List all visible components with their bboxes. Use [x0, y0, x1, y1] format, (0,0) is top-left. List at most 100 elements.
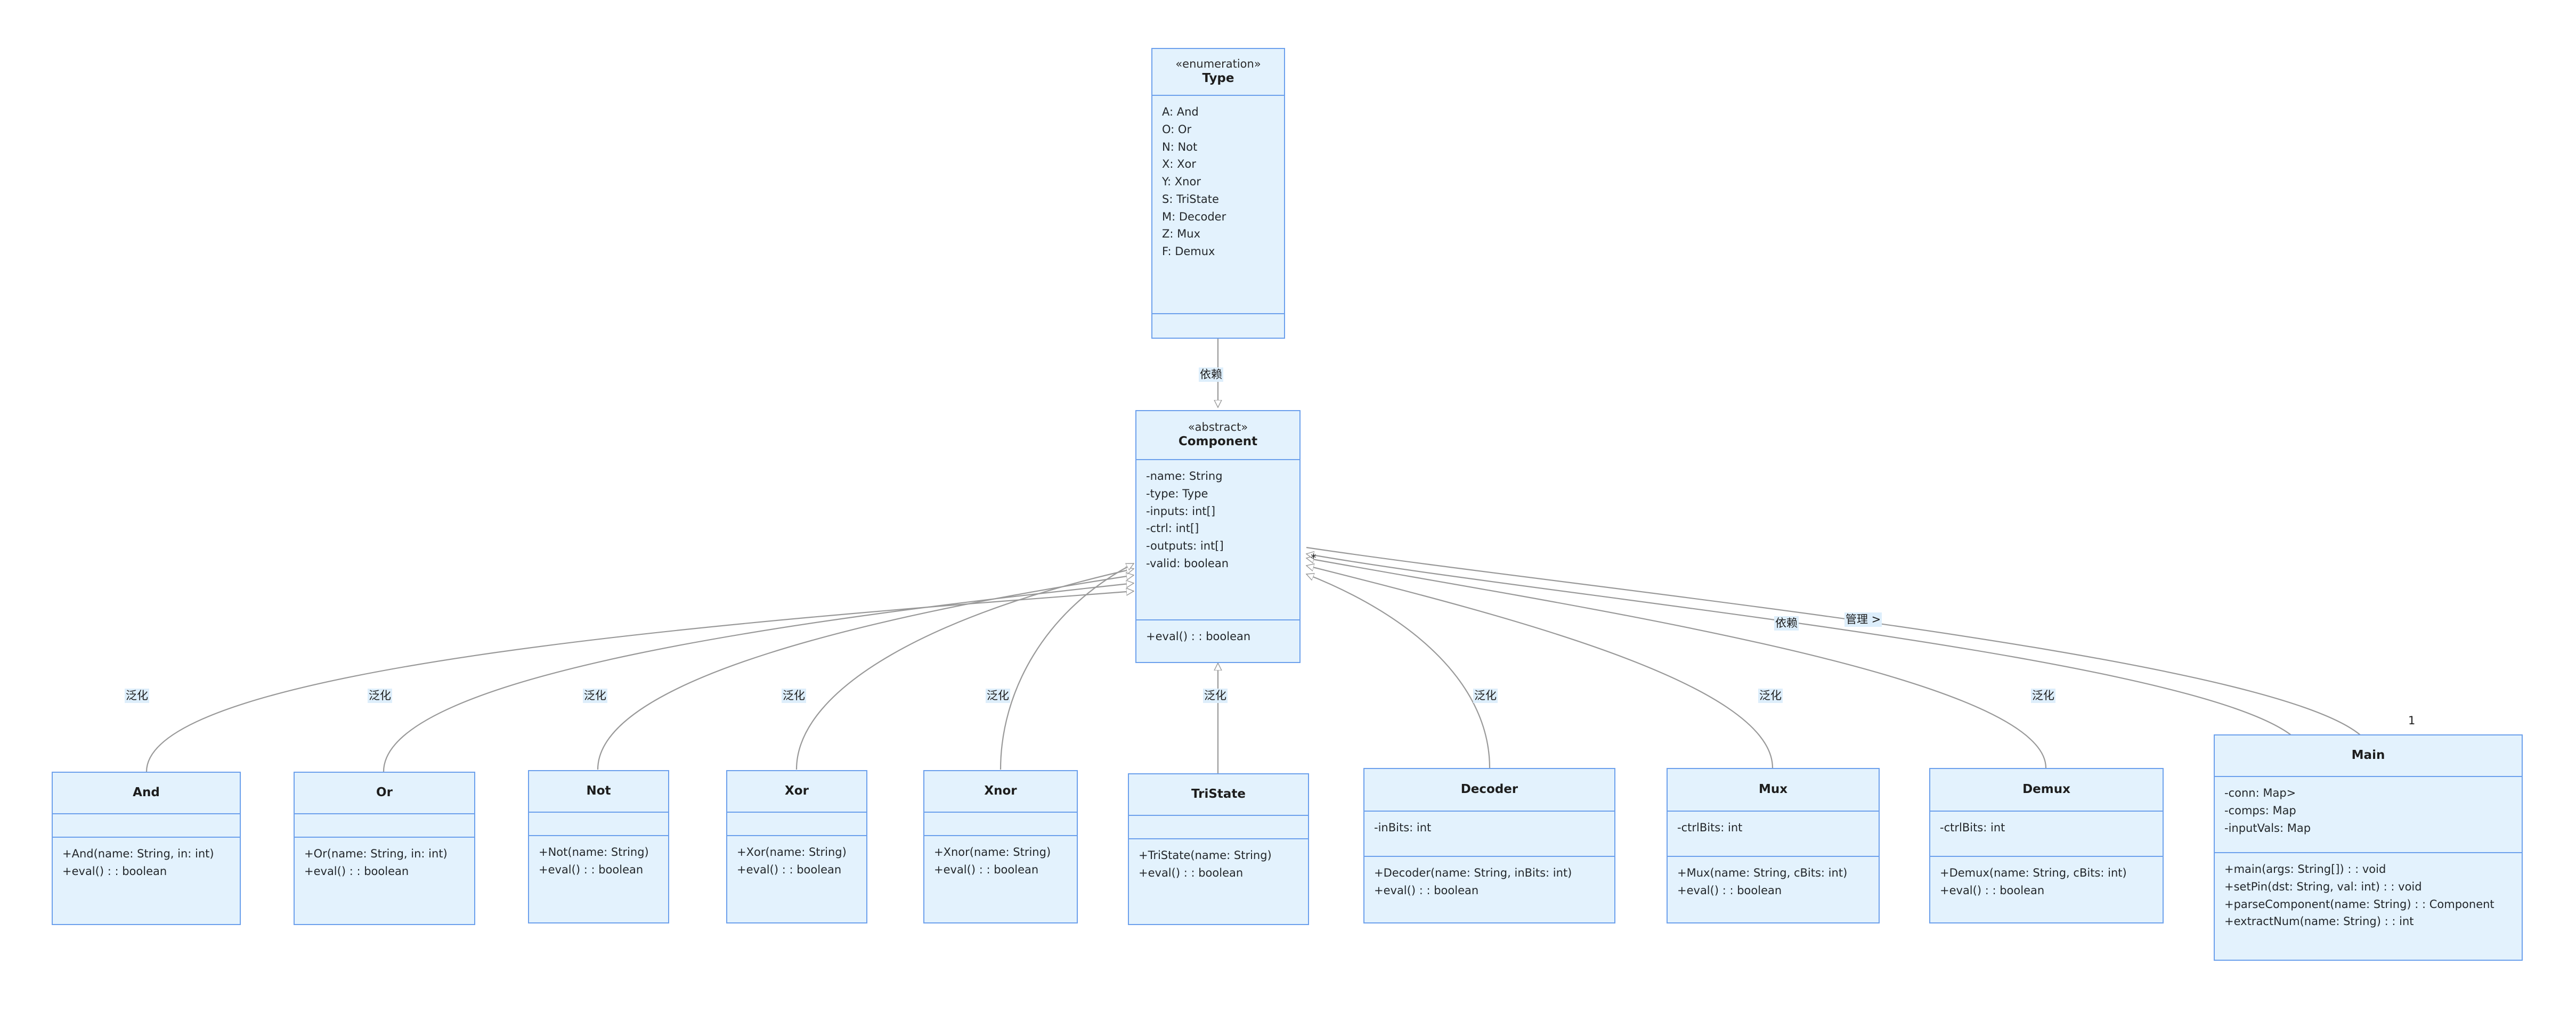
method-row: +Mux(name: String, cBits: int) [1677, 866, 1848, 879]
attribute-row: -ctrl: int[] [1146, 522, 1199, 535]
methods-mux: +Mux(name: String, cBits: int) +eval() :… [1668, 857, 1879, 922]
attribute-row: S: TriState [1162, 192, 1219, 206]
edge-label-generalization-tristate: 泛化 [1203, 689, 1228, 704]
method-row: +eval() : : boolean [1940, 884, 2045, 897]
attributes-mux: -ctrlBits: int [1668, 812, 1879, 857]
edge-demux-to-component [1306, 558, 2047, 768]
attribute-row: M: Decoder [1162, 210, 1226, 223]
methods-decoder: +Decoder(name: String, inBits: int) +eva… [1364, 857, 1614, 922]
method-row: +eval() : : boolean [62, 864, 167, 878]
attribute-row: -type: Type [1146, 487, 1208, 500]
class-header-demux: Demux [1930, 769, 2163, 812]
attributes-tristate [1129, 816, 1308, 839]
method-row: +Decoder(name: String, inBits: int) [1374, 866, 1572, 879]
class-name-and: And [133, 786, 160, 800]
edge-label-generalization-and: 泛化 [125, 689, 149, 704]
attribute-row: O: Or [1162, 122, 1192, 136]
edge-xnor-to-component [999, 563, 1134, 770]
method-row: +And(name: String, in: int) [62, 847, 214, 860]
class-header-not: Not [529, 771, 668, 813]
class-box-and[interactable]: And +And(name: String, in: int) +eval() … [52, 772, 241, 925]
edge-or-to-component [383, 583, 1134, 772]
edge-label-dependency-main: 依赖 [1774, 616, 1799, 631]
edge-label-generalization-xor: 泛化 [782, 689, 806, 704]
edge-main-dependency-to-component [1306, 554, 2291, 735]
attributes-demux: -ctrlBits: int [1930, 812, 2163, 857]
attribute-row: N: Not [1162, 140, 1198, 153]
class-box-xor[interactable]: Xor +Xor(name: String) +eval() : : boole… [726, 770, 867, 923]
method-row: +Not(name: String) [539, 846, 649, 858]
class-header-or: Or [295, 773, 474, 814]
method-row: +parseComponent(name: String) : : Compon… [2224, 897, 2494, 911]
edge-label-dependency-type-component: 依赖 [1199, 367, 1223, 382]
attributes-not [529, 813, 668, 836]
attribute-row: F: Demux [1162, 245, 1215, 258]
attribute-row: -inBits: int [1374, 821, 1432, 834]
method-row: +eval() : : boolean [1374, 884, 1479, 897]
multiplicity-many: * [1311, 552, 1317, 565]
class-name-component: Component [1178, 435, 1258, 449]
method-row: +Demux(name: String, cBits: int) [1940, 866, 2127, 879]
edge-label-manages: 管理 > [1844, 612, 1882, 627]
class-header-type: «enumeration» Type [1152, 49, 1284, 96]
attribute-row: -valid: boolean [1146, 557, 1229, 570]
attributes-main: -conn: Map> -comps: Map -inputVals: Map [2215, 777, 2522, 853]
class-name-type: Type [1202, 71, 1234, 86]
attributes-decoder: -inBits: int [1364, 812, 1614, 857]
attributes-xor [727, 813, 866, 836]
attribute-row: Y: Xnor [1162, 175, 1201, 188]
class-header-tristate: TriState [1129, 774, 1308, 816]
methods-xor: +Xor(name: String) +eval() : : boolean [727, 836, 866, 922]
class-name-main: Main [2351, 748, 2385, 763]
edge-not-to-component [597, 575, 1134, 770]
methods-xnor: +Xnor(name: String) +eval() : : boolean [924, 836, 1077, 922]
method-row: +eval() : : boolean [934, 863, 1039, 876]
stereotype-enumeration: «enumeration» [1175, 57, 1261, 70]
class-box-not[interactable]: Not +Not(name: String) +eval() : : boole… [528, 770, 669, 923]
methods-or: +Or(name: String, in: int) +eval() : : b… [295, 838, 474, 924]
attributes-type: A: And O: Or N: Not X: Xor Y: Xnor S: Tr… [1152, 96, 1284, 314]
method-row: +main(args: String[]) : : void [2224, 863, 2386, 876]
attribute-row: -ctrlBits: int [1677, 821, 1743, 834]
method-row: +eval() : : boolean [1677, 884, 1782, 897]
attributes-or [295, 814, 474, 838]
method-row: +setPin(dst: String, val: int) : : void [2224, 880, 2422, 893]
class-name-decoder: Decoder [1460, 782, 1518, 797]
class-header-component: «abstract» Component [1136, 411, 1299, 460]
attributes-and [53, 814, 240, 838]
attribute-row: Z: Mux [1162, 227, 1200, 241]
method-row: +extractNum(name: String) : : int [2224, 915, 2414, 928]
attribute-row: -conn: Map> [2224, 787, 2296, 799]
attribute-row: -name: String [1146, 470, 1223, 483]
attribute-row: -inputVals: Map [2224, 821, 2311, 835]
class-box-xnor[interactable]: Xnor +Xnor(name: String) +eval() : : boo… [923, 770, 1078, 923]
class-box-or[interactable]: Or +Or(name: String, in: int) +eval() : … [294, 772, 475, 925]
method-row: +eval() : : boolean [737, 863, 842, 876]
class-header-mux: Mux [1668, 769, 1879, 812]
method-row: +eval() : : boolean [1146, 630, 1251, 643]
attribute-row: A: And [1162, 105, 1199, 118]
edge-label-generalization-mux: 泛化 [1758, 689, 1783, 704]
attribute-row: -outputs: int[] [1146, 539, 1224, 552]
attribute-row: X: Xor [1162, 158, 1197, 171]
class-header-decoder: Decoder [1364, 769, 1614, 812]
class-name-demux: Demux [2022, 782, 2070, 797]
edge-and-to-component [145, 591, 1134, 772]
class-box-type[interactable]: «enumeration» Type A: And O: Or N: Not X… [1151, 48, 1285, 339]
class-name-tristate: TriState [1191, 787, 1246, 802]
edge-label-generalization-demux: 泛化 [2031, 689, 2055, 704]
class-box-mux[interactable]: Mux -ctrlBits: int +Mux(name: String, cB… [1667, 768, 1880, 923]
attribute-row: -comps: Map [2224, 804, 2296, 817]
class-header-and: And [53, 773, 240, 814]
class-box-component[interactable]: «abstract» Component -name: String -type… [1135, 410, 1301, 663]
class-box-tristate[interactable]: TriState +TriState(name: String) +eval()… [1128, 773, 1309, 925]
edge-decoder-to-component [1306, 574, 1491, 768]
class-box-demux[interactable]: Demux -ctrlBits: int +Demux(name: String… [1929, 768, 2164, 923]
edge-label-generalization-decoder: 泛化 [1473, 689, 1498, 704]
stereotype-abstract: «abstract» [1188, 420, 1248, 434]
class-box-decoder[interactable]: Decoder -inBits: int +Decoder(name: Stri… [1363, 768, 1615, 923]
edge-main-manages-component [1306, 546, 2361, 735]
class-box-main[interactable]: Main -conn: Map> -comps: Map -inputVals:… [2214, 734, 2523, 961]
